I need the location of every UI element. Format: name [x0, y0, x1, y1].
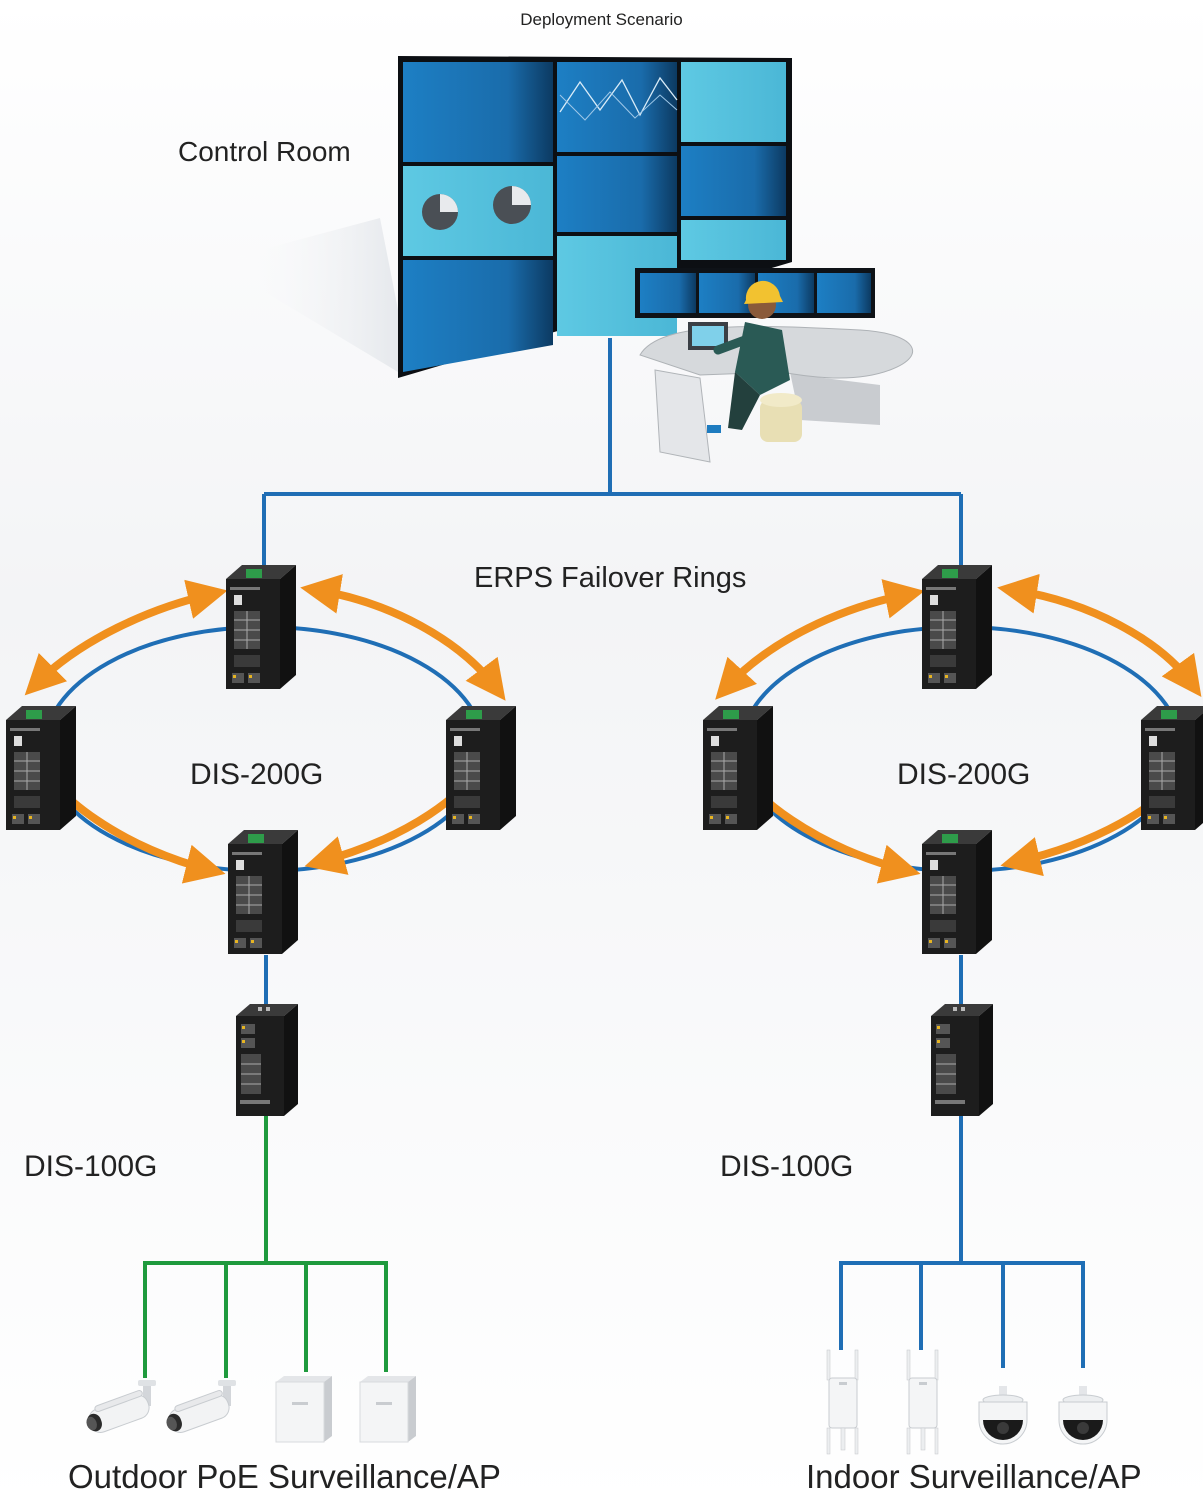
right-footer-label: Indoor Surveillance/AP: [806, 1458, 1142, 1495]
dis-200g-switch-icon: [1140, 705, 1203, 831]
wall-panel-5: [557, 156, 677, 232]
wall-panel-9: [681, 220, 786, 260]
left-erps-ring: [5, 564, 517, 955]
wall-panel-1: [403, 62, 553, 162]
failover-arrow: [715, 579, 925, 700]
dis-100g-switch-icon: [930, 1003, 994, 1117]
control-room-scene: [215, 56, 913, 463]
right-branch: [826, 955, 1108, 1455]
operator-desk: [635, 268, 913, 463]
dis-200g-switch-icon: [225, 564, 297, 690]
pie-slice-icon: [440, 194, 458, 212]
wall-panel-7: [403, 260, 553, 372]
wall-panel-2: [557, 62, 677, 152]
failover-arrow: [300, 574, 506, 701]
dis-200g-switch-icon: [921, 829, 993, 955]
outdoor-ap-icon: [826, 1349, 859, 1455]
dome-camera-icon: [1058, 1385, 1108, 1445]
outdoor-ap-icon: [906, 1349, 939, 1455]
operator-person: [707, 280, 802, 442]
right-erps-ring: [702, 564, 1203, 955]
access-point-icon: [275, 1375, 333, 1443]
left-branch-switch-label: DIS-100G: [24, 1150, 158, 1183]
bullet-camera-icon: [81, 1379, 157, 1438]
video-wall: [398, 56, 792, 378]
floor-shadow: [215, 218, 400, 372]
dis-200g-switch-icon: [227, 829, 299, 955]
dis-100g-switch-icon: [235, 1003, 299, 1117]
right-ring-switch-label: DIS-200G: [897, 758, 1031, 791]
erps-rings-label: ERPS Failover Rings: [474, 562, 747, 594]
dis-200g-switch-icon: [921, 564, 993, 690]
control-room-label: Control Room: [178, 136, 351, 167]
wall-panel-3: [681, 62, 786, 142]
dis-200g-switch-icon: [445, 705, 517, 831]
uplink-links: [262, 338, 963, 572]
left-footer-label: Outdoor PoE Surveillance/AP: [68, 1458, 501, 1495]
dome-camera-icon: [978, 1385, 1028, 1445]
left-ring-switch-label: DIS-200G: [190, 758, 324, 791]
left-branch: [81, 955, 417, 1443]
page-title: Deployment Scenario: [520, 10, 683, 29]
access-point-icon: [359, 1375, 417, 1443]
pie-slice-icon: [512, 186, 531, 205]
failover-arrow: [997, 573, 1202, 697]
right-branch-switch-label: DIS-100G: [720, 1150, 854, 1183]
wall-line-graph: [559, 76, 678, 117]
dis-200g-switch-icon: [5, 705, 77, 831]
failover-arrow: [24, 579, 228, 696]
bullet-camera-icon: [161, 1379, 237, 1438]
wall-panel-6: [681, 146, 786, 216]
wall-line-graph-2: [559, 91, 678, 121]
dis-200g-switch-icon: [702, 705, 774, 831]
